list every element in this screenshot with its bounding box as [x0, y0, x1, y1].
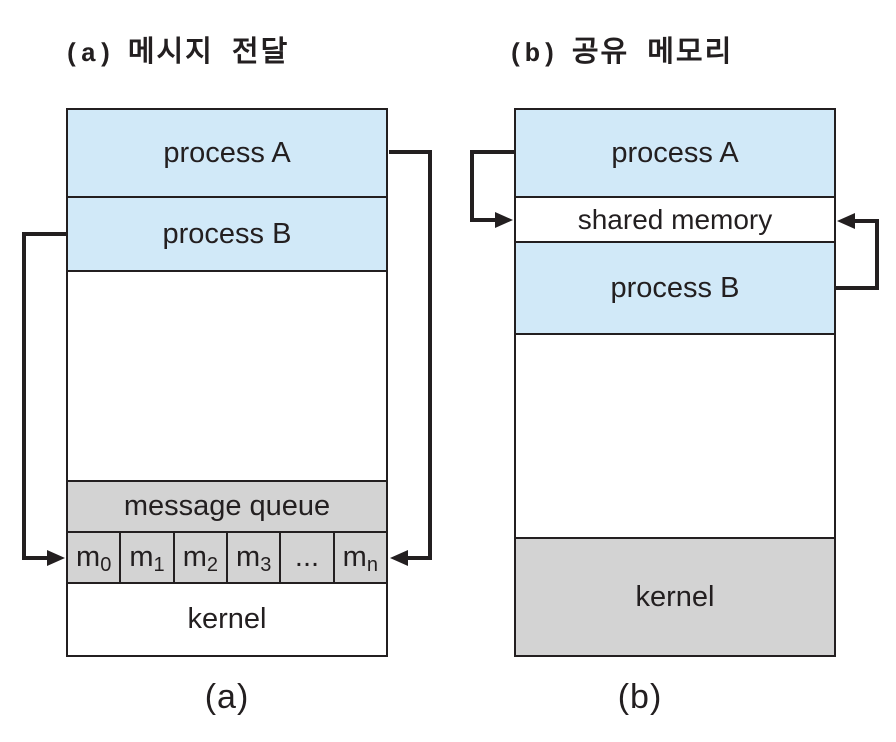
arrow-b-processA-to-shared-memory — [470, 150, 514, 228]
queue-cell-m1-sub: 1 — [153, 553, 165, 576]
queue-cell-m2-base: m — [182, 541, 207, 573]
diagram-a-kernel-label: kernel — [187, 603, 267, 635]
arrow-a-processA-to-queue — [389, 150, 432, 566]
arrow-a-processB-to-queue — [22, 232, 66, 566]
title-b-prefix: (b) — [508, 39, 558, 69]
queue-cell-m2-sub: 2 — [206, 553, 218, 576]
diagram-b-process-b-box: process B — [516, 243, 834, 335]
queue-cell-ellipsis: ... — [281, 533, 335, 584]
queue-cell-m3-base: m — [236, 541, 261, 573]
queue-cell-m1-base: m — [129, 541, 154, 573]
diagram-a-process-a-box: process A — [68, 110, 386, 198]
queue-cell-m0-sub: 0 — [100, 553, 112, 576]
title-b-text: 공유 메모리 — [571, 36, 734, 68]
queue-cell-mn-base: m — [342, 541, 367, 573]
caption-a: (a) — [204, 678, 250, 716]
diagram-a-process-b-box: process B — [68, 198, 386, 272]
title-message-passing: (a) 메시지 전달 — [64, 28, 289, 70]
diagram-a-process-a-label: process A — [163, 136, 291, 169]
diagram-a-kernel-box: kernel — [68, 584, 386, 655]
diagram-a-message-queue-label: message queue — [123, 490, 331, 522]
title-a-text: 메시지 전달 — [127, 36, 290, 68]
diagram-a-message-queue-box: message queue — [68, 480, 386, 533]
diagram-b-shared-memory-label: shared memory — [577, 203, 773, 235]
diagram-b-shared-memory-box: shared memory — [516, 198, 834, 243]
queue-cell-m3-sub: 3 — [260, 553, 272, 576]
arrow-b-processB-to-shared-memory — [836, 213, 879, 290]
caption-b: (b) — [617, 678, 663, 716]
diagram-b-kernel-label: kernel — [635, 580, 715, 613]
queue-cell-m0-base: m — [76, 541, 101, 573]
diagram-a-process-b-label: process B — [162, 217, 292, 250]
queue-cell-ellipsis-base: ... — [294, 541, 320, 573]
diagram-b-process-b-label: process B — [610, 271, 740, 304]
title-a-prefix: (a) — [64, 39, 114, 69]
diagram-b-process-a-box: process A — [516, 110, 834, 198]
diagram-b-kernel-box: kernel — [516, 537, 834, 655]
diagram-b-process-a-label: process A — [611, 136, 739, 169]
diagram-b-outer-box: process A shared memory process B kernel — [514, 108, 836, 657]
title-shared-memory: (b) 공유 메모리 — [508, 28, 733, 70]
queue-cell-mn-sub: n — [366, 553, 378, 576]
